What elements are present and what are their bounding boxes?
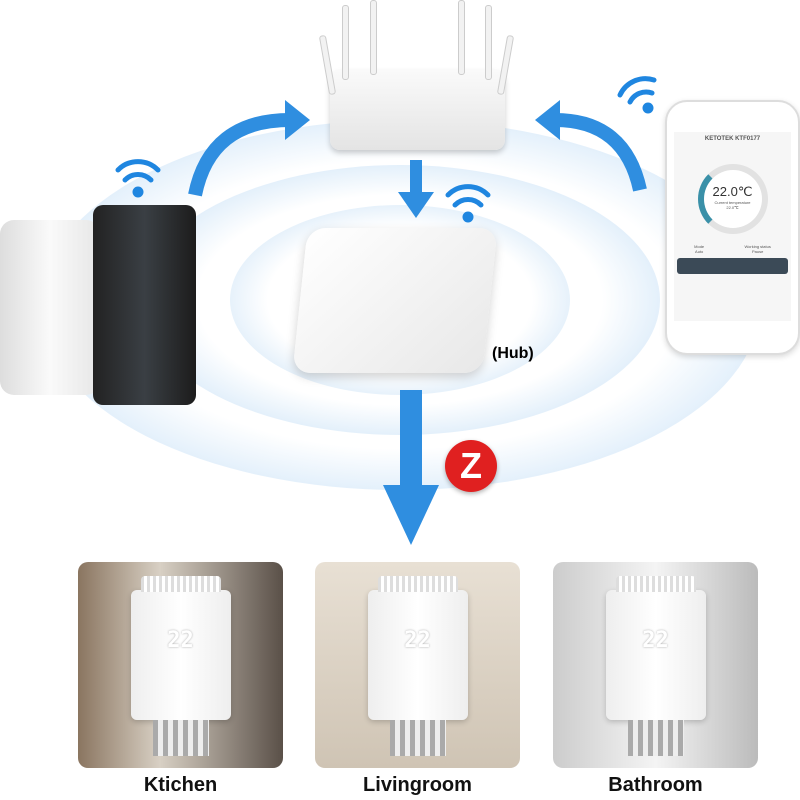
thermostat-display: 22 [404, 628, 431, 653]
room-photo-kitchen: 22 [78, 562, 283, 768]
arrow-router-to-hub [410, 160, 422, 195]
app-title: KETOTEK KTF0177 [704, 136, 761, 142]
room-photo-livingroom: 22 [315, 562, 520, 768]
set-temperature: 22.0℃ [712, 184, 753, 199]
room-label-kitchen: Ktichen [143, 774, 218, 796]
status-label: Working status [744, 244, 771, 249]
status-value: Pause [751, 249, 764, 254]
zigbee-letter: Z [460, 445, 482, 486]
room-photo-bathroom: 22 [553, 562, 758, 768]
room-label-bathroom: Bathroom [608, 774, 703, 796]
room-label-livingroom: Livingroom [363, 774, 472, 796]
thermostat-valve: 22 [130, 576, 231, 756]
current-temp-label: Current temperature [714, 200, 751, 205]
app-screen: KETOTEK KTF0177 22.0℃ Current temperatur… [674, 132, 791, 321]
mode-label: Mode [694, 244, 705, 249]
smartphone-app: KETOTEK KTF0177 22.0℃ Current temperatur… [665, 100, 800, 355]
current-temp-value: 22.0℃ [726, 205, 739, 210]
connection-arrows [115, 76, 657, 545]
thermostat-valve: 22 [605, 576, 706, 756]
arrow-speaker-to-router [188, 113, 291, 197]
arrowhead-router-right [535, 100, 560, 140]
smart-speaker-black [93, 205, 196, 405]
smart-speaker-white [0, 220, 100, 395]
wifi-icon [115, 76, 657, 223]
arrow-hub-to-devices [400, 390, 422, 490]
arrow-phone-to-router [554, 113, 647, 192]
wifi-router [318, 0, 515, 150]
app-control-bar[interactable] [677, 258, 788, 274]
zigbee-logo: Z [445, 440, 497, 492]
arrowhead-router-left [285, 100, 310, 140]
thermostat-display: 22 [642, 628, 669, 653]
thermostat-display: 22 [167, 628, 194, 653]
temperature-dial: 22.0℃ Current temperature 22.0℃ [697, 164, 768, 234]
mode-value: Auto [695, 249, 704, 254]
thermostat-valve: 22 [367, 576, 468, 756]
hub-label: (Hub) [492, 345, 534, 362]
